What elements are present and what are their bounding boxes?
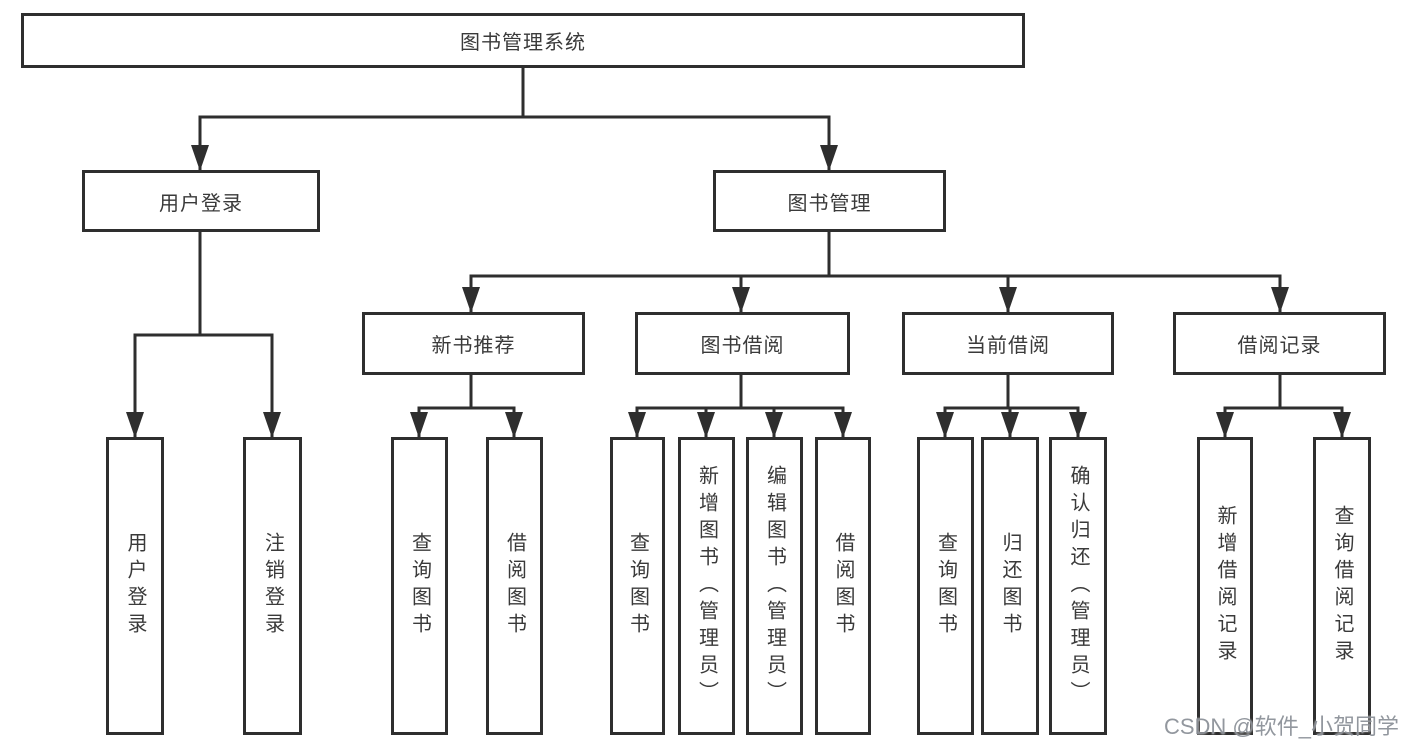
node-new-book-recommend-label: 新书推荐 xyxy=(431,335,516,357)
node-user-login: 用户登录 xyxy=(82,170,320,232)
leaf-borrowing-borrow-label: 借阅图书 xyxy=(832,532,854,640)
leaf-current-query: 查询图书 xyxy=(917,437,974,735)
connector-newbook-to-leaves xyxy=(410,371,523,439)
leaf-logout-label: 注销登录 xyxy=(261,532,284,640)
node-book-borrowing: 图书借阅 xyxy=(635,312,850,375)
csdn-watermark: CSDN @软件_小贺同学 xyxy=(1163,714,1399,739)
node-current-borrowing-label: 当前借阅 xyxy=(966,335,1050,357)
leaf-current-return-label: 归还图书 xyxy=(999,532,1021,640)
leaf-logout: 注销登录 xyxy=(243,437,302,735)
connector-current-to-leaves xyxy=(936,371,1087,439)
node-borrowing-records-label: 借阅记录 xyxy=(1237,335,1322,357)
leaf-user-login-label: 用户登录 xyxy=(124,532,146,640)
node-borrowing-records: 借阅记录 xyxy=(1173,312,1386,375)
leaf-current-confirm-admin-label: 确认归还（管理员） xyxy=(1067,464,1089,708)
leaf-newbook-query: 查询图书 xyxy=(391,437,448,735)
connector-mgmt-to-level3 xyxy=(462,228,1289,314)
node-book-borrowing-label: 图书借阅 xyxy=(700,335,785,357)
leaf-current-query-label: 查询图书 xyxy=(934,532,957,640)
leaf-record-add-label: 新增借阅记录 xyxy=(1214,505,1236,667)
node-book-management: 图书管理 xyxy=(713,170,946,232)
leaf-record-add: 新增借阅记录 xyxy=(1197,437,1253,735)
connector-root-to-level2 xyxy=(191,64,838,172)
leaf-user-login: 用户登录 xyxy=(106,437,164,735)
node-user-login-label: 用户登录 xyxy=(159,192,243,215)
connector-record-to-leaves xyxy=(1216,371,1351,439)
leaf-borrowing-query: 查询图书 xyxy=(610,437,665,735)
leaf-current-confirm-admin: 确认归还（管理员） xyxy=(1049,437,1107,735)
node-root-label: 图书管理系统 xyxy=(460,32,586,54)
node-book-management-label: 图书管理 xyxy=(787,192,872,215)
leaf-borrowing-add-admin: 新增图书（管理员） xyxy=(678,437,735,735)
leaf-newbook-borrow: 借阅图书 xyxy=(486,437,543,735)
leaf-record-query: 查询借阅记录 xyxy=(1313,437,1371,735)
leaf-borrowing-borrow: 借阅图书 xyxy=(815,437,871,735)
leaf-borrowing-add-admin-label: 新增图书（管理员） xyxy=(695,464,718,708)
connector-borrow-to-leaves xyxy=(628,371,852,439)
leaf-record-query-label: 查询借阅记录 xyxy=(1331,505,1353,667)
leaf-borrowing-edit-admin: 编辑图书（管理员） xyxy=(746,437,803,735)
leaf-newbook-query-label: 查询图书 xyxy=(408,532,431,640)
leaf-borrowing-query-label: 查询图书 xyxy=(626,532,649,640)
leaf-borrowing-edit-admin-label: 编辑图书（管理员） xyxy=(763,464,786,708)
leaf-current-return: 归还图书 xyxy=(981,437,1039,735)
connector-login-to-leaves xyxy=(126,228,281,439)
node-new-book-recommend: 新书推荐 xyxy=(362,312,585,375)
node-current-borrowing: 当前借阅 xyxy=(902,312,1114,375)
node-root-system: 图书管理系统 xyxy=(21,13,1025,68)
leaf-newbook-borrow-label: 借阅图书 xyxy=(503,532,526,640)
